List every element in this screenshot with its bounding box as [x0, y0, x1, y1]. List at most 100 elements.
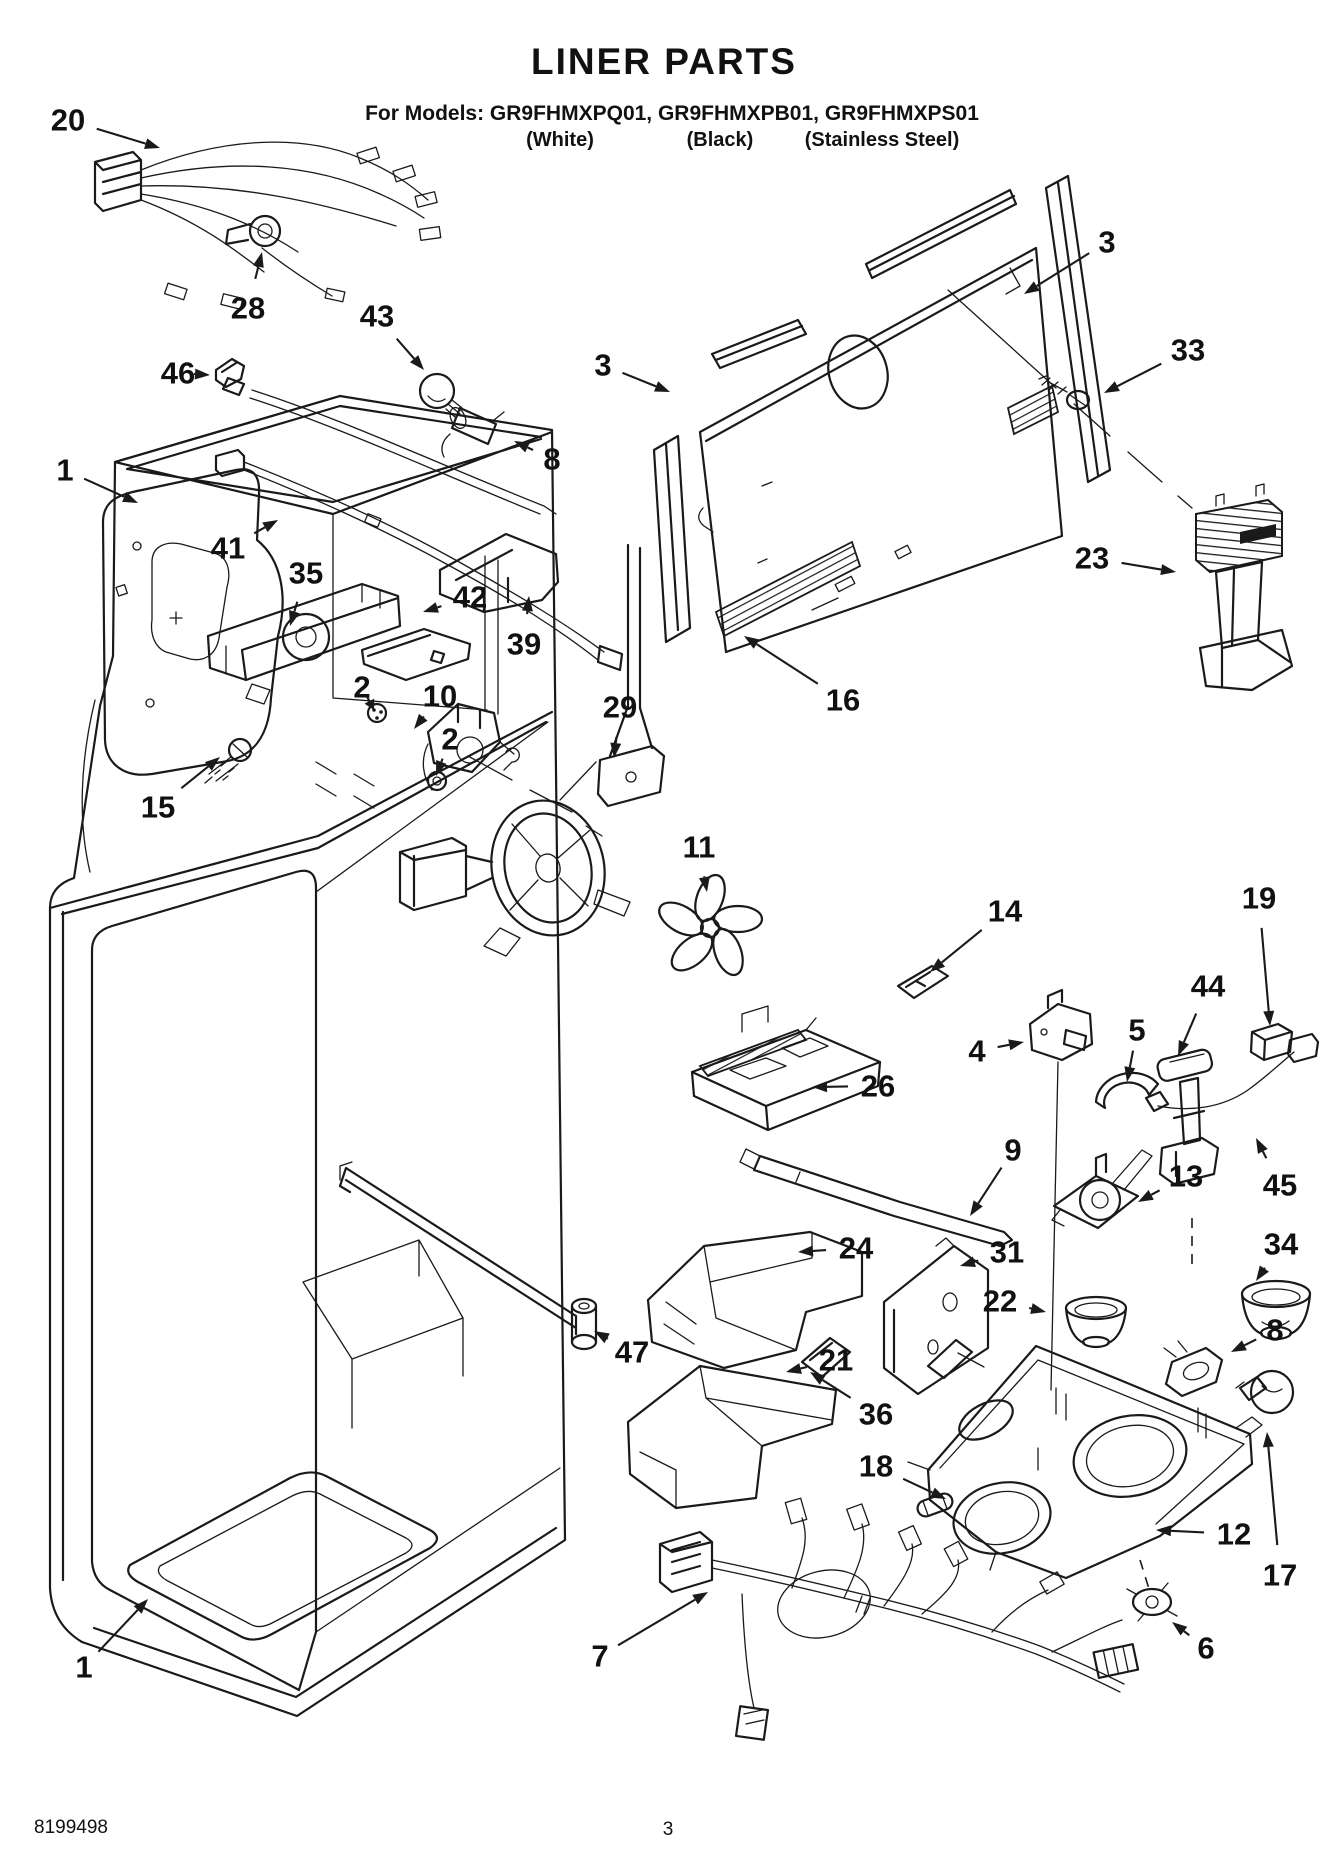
damper-control-part23	[1195, 483, 1294, 692]
grommet-part6	[1126, 1582, 1178, 1622]
models-line: For Models: GR9FHMXPQ01, GR9FHMXPB01, GR…	[365, 102, 979, 125]
callout-arrow	[1267, 1446, 1279, 1546]
callout-arrowhead	[692, 1592, 708, 1605]
air-duct-part35	[206, 582, 402, 705]
clamp-part5	[1094, 1071, 1160, 1110]
callout-arrowhead	[1256, 1265, 1269, 1281]
clip-part46	[214, 357, 246, 389]
callout-arrowhead	[514, 441, 530, 453]
callout-number-5: 5	[1128, 1013, 1145, 1048]
page-number: 3	[663, 1819, 674, 1840]
callout-number-11: 11	[683, 830, 716, 865]
callout-number-46: 46	[161, 356, 195, 391]
callout-number-2: 2	[353, 670, 370, 705]
callout-arrow	[1183, 1630, 1190, 1637]
callout-arrowhead	[698, 876, 710, 892]
callout-number-44: 44	[1191, 969, 1226, 1004]
callout-arrowhead	[654, 381, 670, 392]
callout-number-12: 12	[1217, 1517, 1251, 1552]
callout-18: 18	[859, 1449, 946, 1499]
callout-arrow	[1028, 1306, 1032, 1310]
callout-number-35: 35	[289, 556, 323, 591]
callout-31: 31	[960, 1235, 1024, 1270]
callout-44: 44	[1178, 969, 1226, 1056]
callout-arrow	[902, 1477, 933, 1494]
callout-arrowhead	[1262, 1432, 1274, 1448]
callout-46: 46	[161, 356, 210, 391]
callout-1: 1	[75, 1599, 148, 1685]
callout-number-3: 3	[594, 348, 611, 383]
roller-part47	[570, 1297, 598, 1351]
callout-arrow	[293, 601, 299, 612]
callout-arrowhead	[414, 713, 428, 729]
round-connector-28	[248, 214, 282, 248]
callout-8: 8	[1231, 1313, 1284, 1352]
diagram-artwork	[48, 141, 1320, 1741]
callout-arrow	[96, 127, 146, 145]
callout-arrowhead	[364, 698, 375, 710]
callout-arrowhead	[253, 252, 264, 268]
callout-arrowhead	[122, 491, 138, 503]
callout-arrow	[1128, 1050, 1135, 1068]
callout-number-20: 20	[51, 103, 85, 138]
callout-number-2: 2	[441, 722, 458, 757]
callout-39: 39	[507, 596, 541, 662]
callout-arrow	[1036, 252, 1090, 287]
callout-number-36: 36	[859, 1397, 893, 1432]
callout-45: 45	[1256, 1138, 1297, 1203]
callout-number-14: 14	[988, 894, 1023, 929]
strip-part9	[739, 1148, 1014, 1248]
callout-arrowhead	[423, 602, 439, 613]
trim-part3-left	[652, 318, 808, 644]
callout-number-15: 15	[141, 790, 175, 825]
callout-5: 5	[1124, 1013, 1146, 1082]
callout-arrow	[977, 1167, 1003, 1205]
callout-arrow	[940, 929, 983, 964]
callout-arrowhead	[1263, 1010, 1275, 1026]
footer: 8199498 3	[34, 1817, 673, 1840]
callout-number-8: 8	[1266, 1313, 1283, 1348]
alignment-marks	[315, 755, 573, 813]
callout-34: 34	[1256, 1227, 1299, 1281]
light-bulb-part17	[1235, 1369, 1295, 1415]
callout-arrowhead	[289, 610, 300, 626]
callout-number-19: 19	[1242, 881, 1276, 916]
callout-number-43: 43	[360, 299, 394, 334]
callout-arrow	[1243, 1338, 1257, 1347]
callout-33: 33	[1104, 333, 1205, 393]
callout-number-21: 21	[819, 1343, 853, 1378]
callout-number-47: 47	[615, 1335, 649, 1370]
callout-arrow	[756, 643, 819, 685]
callout-arrowhead	[810, 1372, 826, 1385]
defrost-wire-part41	[214, 376, 624, 672]
fan-blade-part11	[658, 873, 764, 977]
callout-number-9: 9	[1004, 1133, 1021, 1168]
callout-arrowhead	[930, 1487, 946, 1499]
callout-arrowhead	[1008, 1039, 1024, 1051]
callout-28: 28	[231, 252, 265, 326]
callout-arrowhead	[410, 355, 424, 370]
callout-number-16: 16	[826, 683, 860, 718]
callout-1: 1	[56, 453, 138, 503]
callout-arrow	[617, 1598, 696, 1647]
finish-stainless: (Stainless Steel)	[805, 129, 960, 151]
callout-36: 36	[810, 1372, 893, 1432]
callout-arrowhead	[262, 520, 278, 533]
evaporator-cover-part16	[698, 246, 1064, 654]
callout-arrow	[997, 1043, 1010, 1049]
callout-arrowhead	[1030, 1303, 1046, 1314]
callout-22: 22	[983, 1284, 1046, 1319]
callout-arrow	[822, 1379, 852, 1399]
callout-arrowhead	[610, 742, 622, 758]
callout-arrowhead	[521, 596, 533, 612]
callout-number-28: 28	[231, 291, 265, 326]
document-number: 8199498	[34, 1817, 108, 1838]
callout-17: 17	[1263, 1432, 1297, 1593]
callout-number-1: 1	[75, 1650, 92, 1685]
callout-24: 24	[798, 1231, 874, 1266]
lamp-socket-part8-bottom	[1163, 1340, 1224, 1398]
callout-arrow	[1182, 1013, 1198, 1043]
